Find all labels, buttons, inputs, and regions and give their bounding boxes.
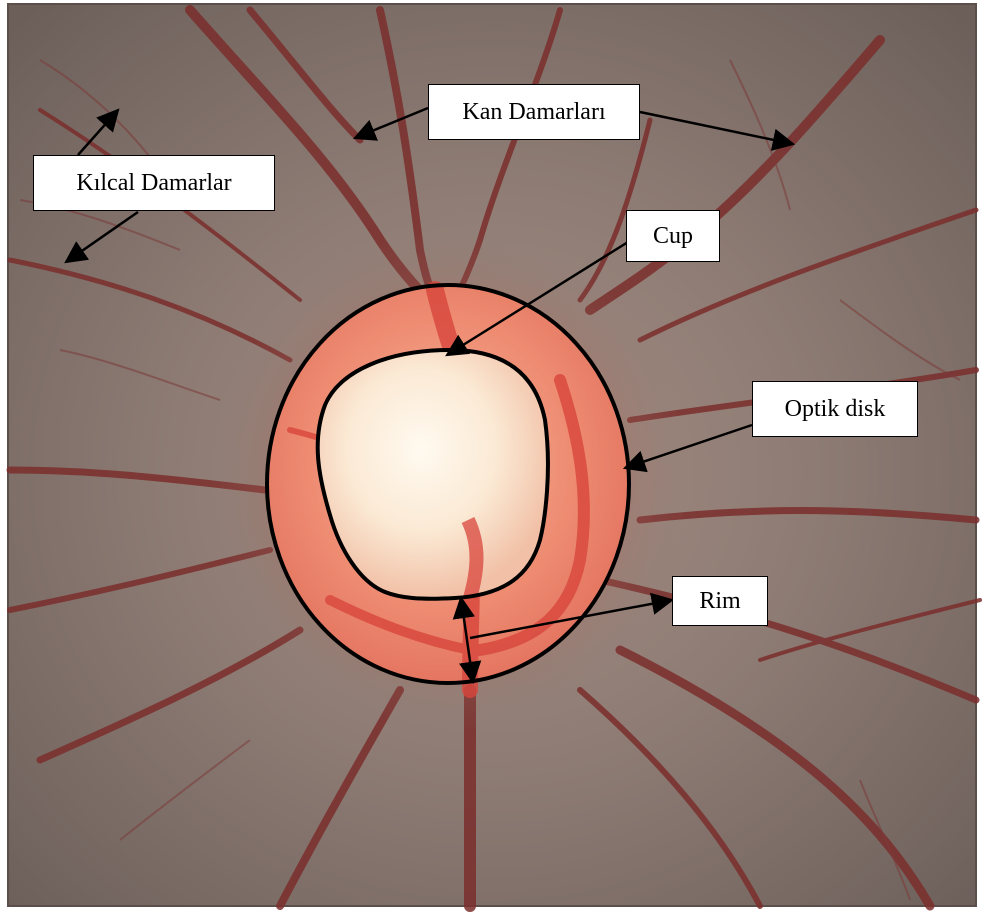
- label-kan-damarlari: Kan Damarları: [428, 84, 640, 140]
- label-kilcal-damarlar: Kılcal Damarlar: [33, 155, 275, 211]
- label-rim: Rim: [672, 576, 768, 626]
- label-optik-disk: Optik disk: [752, 381, 918, 437]
- label-cup: Cup: [626, 210, 720, 262]
